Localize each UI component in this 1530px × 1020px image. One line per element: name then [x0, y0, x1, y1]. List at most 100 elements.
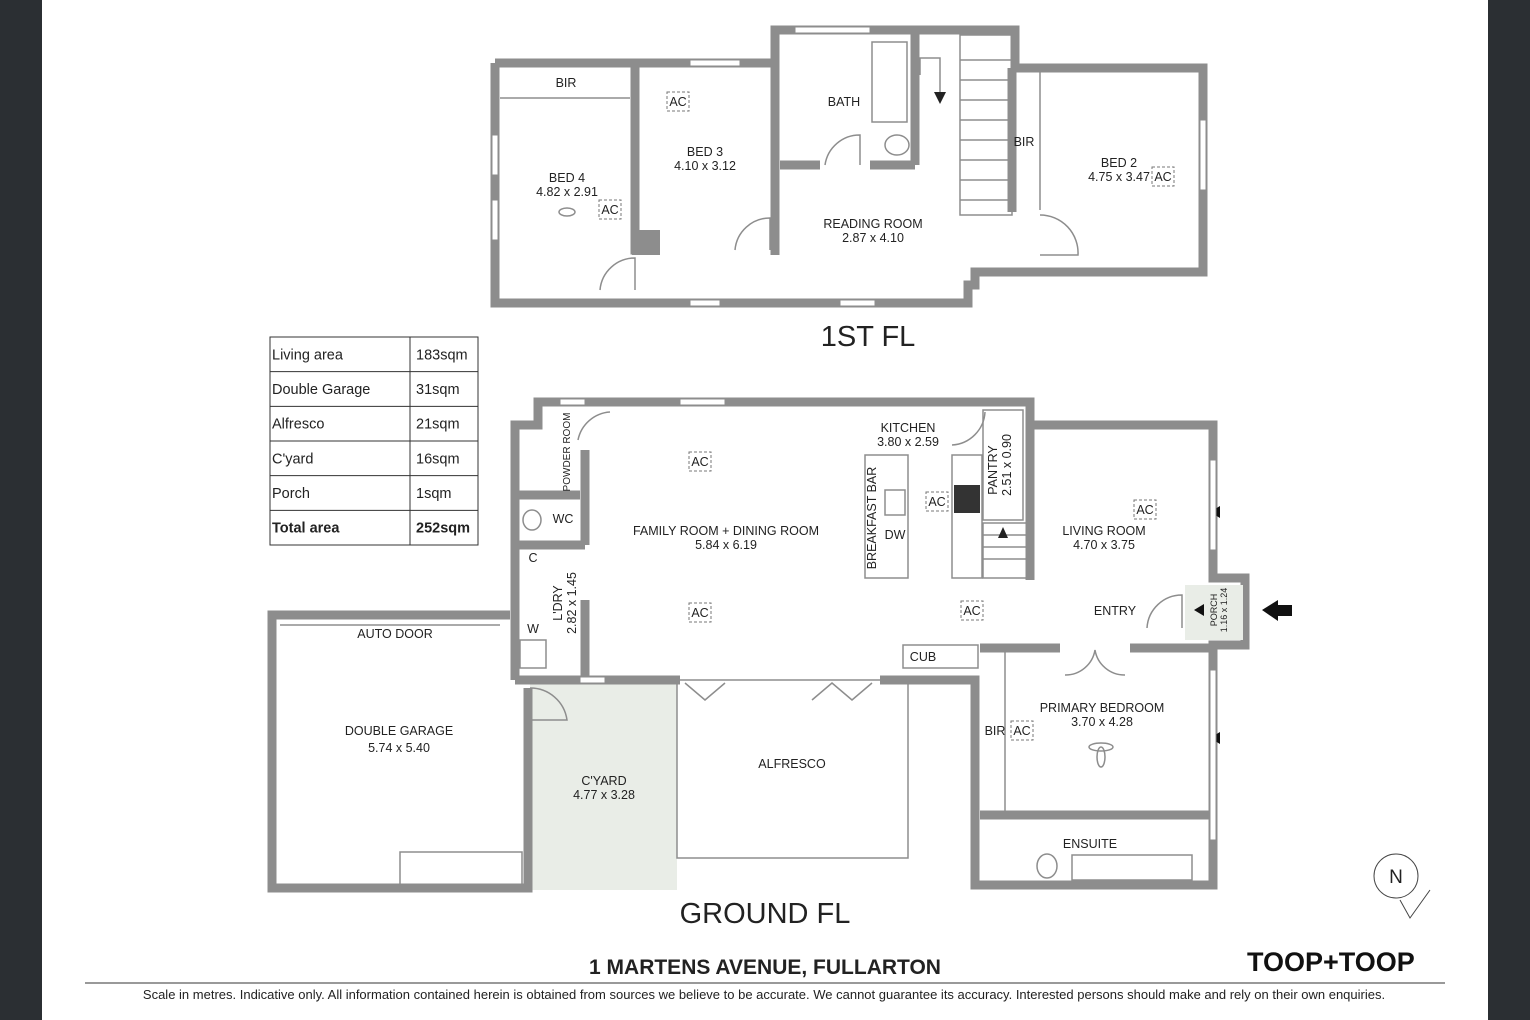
ac-unit: AC	[598, 199, 622, 220]
staircase	[919, 34, 1013, 216]
garage-step	[399, 851, 523, 887]
room-label-wc: WC	[553, 512, 574, 526]
laundry-sink-icon	[519, 639, 547, 669]
window	[689, 59, 741, 67]
door-pantry[interactable]	[951, 411, 986, 446]
first-floor-title: 1ST FL	[821, 321, 916, 353]
area-table-value: 31sqm	[416, 382, 460, 398]
door-bath[interactable]	[824, 134, 861, 166]
svg-text:AC: AC	[1013, 724, 1030, 738]
room-label-laundry: L'DRY	[551, 585, 565, 621]
cupboard	[902, 644, 979, 669]
room-dims-bed3: 4.10 x 3.12	[674, 159, 736, 173]
cooktop-icon	[954, 485, 980, 513]
bifold-door[interactable]	[811, 682, 873, 701]
porch-area	[1185, 585, 1243, 640]
breakfast-bar	[864, 454, 909, 579]
room-label-kitchen: KITCHEN	[881, 421, 936, 435]
room-label-double-garage: DOUBLE GARAGE	[345, 724, 453, 738]
svg-text:AC: AC	[669, 95, 686, 109]
room-label-bir: BIR	[985, 724, 1006, 738]
area-table-label: Porch	[272, 486, 310, 502]
window	[491, 134, 499, 176]
area-table-label: Living area	[272, 347, 344, 363]
window	[1209, 669, 1217, 841]
courtyard-area	[530, 683, 677, 890]
window	[579, 676, 606, 684]
room-dims-double-garage: 5.74 x 5.40	[368, 741, 430, 755]
room-dims-courtyard: 4.77 x 3.28	[573, 788, 635, 802]
label-cub: CUB	[910, 650, 936, 664]
stair-arrow-icon	[934, 92, 946, 104]
room-label-bath: BATH	[828, 95, 860, 109]
room-dims-porch: 1.16 x 1.24	[1219, 588, 1229, 633]
svg-text:AC: AC	[963, 604, 980, 618]
ac-unit: AC	[1151, 166, 1175, 187]
compass-arrow-icon	[1399, 889, 1431, 919]
room-dims-bed2: 4.75 x 3.47	[1088, 170, 1150, 184]
room-label-family-dining: FAMILY ROOM + DINING ROOM	[633, 524, 819, 538]
room-label-entry: ENTRY	[1094, 604, 1137, 618]
property-address: 1 MARTENS AVENUE, FULLARTON	[589, 956, 941, 979]
bathtub	[871, 41, 908, 123]
ceiling-fan-icon	[558, 207, 576, 217]
ac-unit: AC	[1010, 720, 1034, 741]
pantry-outline	[982, 409, 1024, 521]
room-label-breakfast-bar: BREAKFAST BAR	[865, 467, 879, 570]
label-washer: W	[527, 622, 539, 636]
room-label-reading-room: READING ROOM	[823, 217, 922, 231]
area-table-value: 252sqm	[416, 521, 470, 537]
room-label-primary-bedroom: PRIMARY BEDROOM	[1040, 701, 1165, 715]
window	[559, 398, 586, 406]
window	[679, 398, 726, 406]
area-table-label: Double Garage	[272, 382, 370, 398]
sink-icon	[884, 489, 906, 516]
window	[491, 199, 499, 241]
toilet-icon	[1036, 853, 1058, 879]
window	[1209, 459, 1217, 551]
door-powder-room[interactable]	[577, 411, 611, 441]
ceiling-fan-icon	[1088, 742, 1114, 752]
window	[839, 299, 876, 307]
svg-text:AC: AC	[1154, 170, 1171, 184]
alfresco-outline	[676, 679, 909, 859]
svg-text:AC: AC	[691, 455, 708, 469]
front-door[interactable]	[1146, 594, 1183, 629]
room-dims-primary-bedroom: 3.70 x 4.28	[1071, 715, 1133, 729]
room-dims-kitchen: 3.80 x 2.59	[877, 435, 939, 449]
window	[689, 299, 721, 307]
left-margin-band	[0, 0, 42, 1020]
bifold-door[interactable]	[684, 682, 726, 701]
room-dims-pantry: 2.51 x 0.90	[1000, 434, 1014, 496]
ac-unit: AC	[666, 91, 690, 112]
label-dishwasher: DW	[885, 528, 906, 542]
room-label-bed3: BED 3	[687, 145, 723, 159]
toilet-icon	[884, 134, 910, 156]
window	[1199, 119, 1207, 191]
room-label-ensuite: ENSUITE	[1063, 837, 1117, 851]
door-bed4[interactable]	[599, 257, 636, 291]
room-dims-living-room: 4.70 x 3.75	[1073, 538, 1135, 552]
disclaimer: Scale in metres. Indicative only. All in…	[143, 987, 1385, 1002]
door-bed3[interactable]	[734, 217, 771, 251]
room-label-bir: BIR	[1014, 135, 1035, 149]
ac-unit: AC	[1133, 499, 1157, 520]
door-courtyard[interactable]	[529, 687, 568, 721]
area-table-value: 1sqm	[416, 486, 451, 502]
svg-text:AC: AC	[691, 606, 708, 620]
door-bed2[interactable]	[1039, 214, 1079, 256]
door-primary-bedroom[interactable]	[1064, 649, 1126, 676]
label-auto-door: AUTO DOOR	[357, 627, 432, 641]
room-label-powder-room: POWDER ROOM	[562, 413, 573, 492]
room-label-living-room: LIVING ROOM	[1062, 524, 1145, 538]
first-floor-plan: BIR BED 4 4.82 x 2.91 BED 3 4.10 x 3.12 …	[490, 25, 1208, 353]
vanity	[1071, 854, 1193, 881]
area-table-value: 183sqm	[416, 347, 468, 363]
room-label-porch: PORCH	[1209, 594, 1219, 627]
ac-unit: AC	[925, 491, 949, 512]
room-dims-bed4: 4.82 x 2.91	[536, 185, 598, 199]
ac-unit: AC	[688, 451, 712, 472]
ac-unit: AC	[960, 600, 984, 621]
window	[794, 26, 871, 34]
